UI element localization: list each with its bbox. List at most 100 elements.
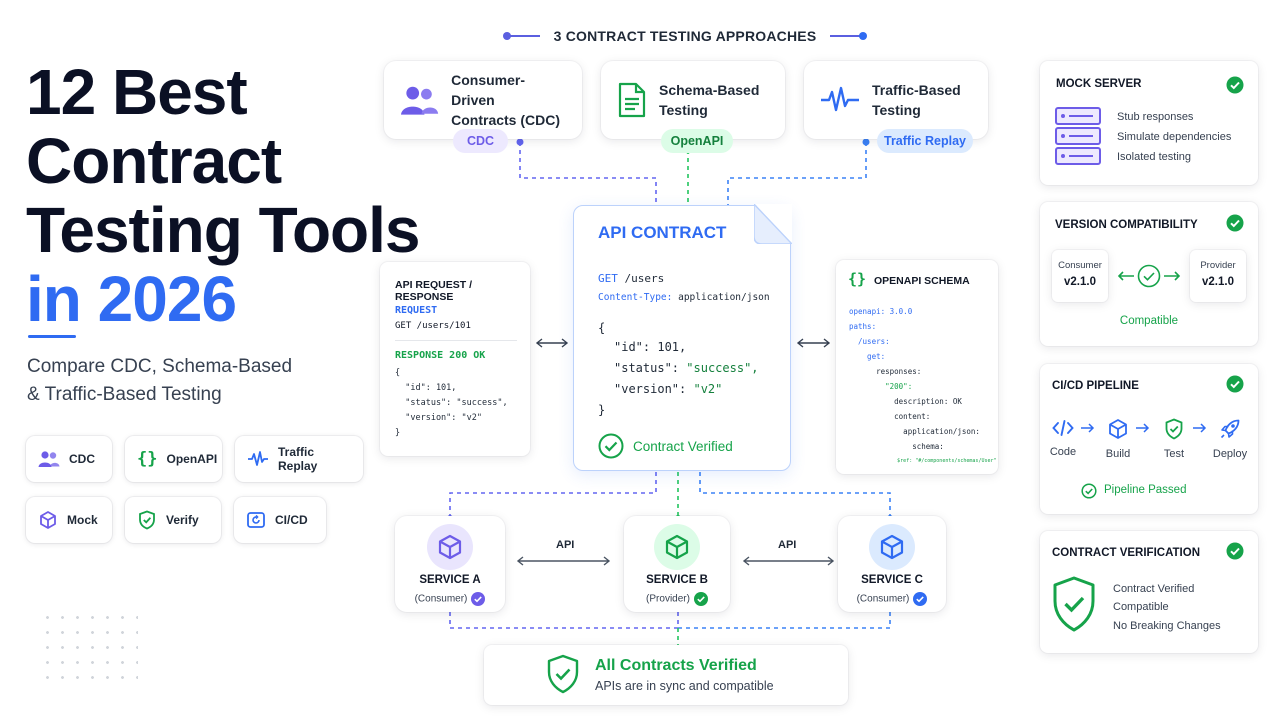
- chip-mock[interactable]: Mock: [26, 497, 112, 543]
- service-b-card[interactable]: SERVICE B (Provider): [624, 516, 730, 612]
- contract-content-type-key: Content-Type:: [598, 292, 673, 303]
- pipeline-step-test: Test: [1149, 418, 1199, 460]
- chip-openapi[interactable]: {} OpenAPI: [125, 436, 222, 482]
- mock-server-item: Simulate dependencies: [1117, 131, 1232, 143]
- step-label: Deploy: [1212, 448, 1248, 460]
- users-icon: [400, 86, 439, 115]
- contract-id-key: "id":: [614, 340, 651, 354]
- mock-server-item: Isolated testing: [1117, 151, 1191, 163]
- card-title: MOCK SERVER: [1056, 78, 1142, 90]
- pipeline-step-deploy: Deploy: [1205, 418, 1255, 460]
- approach-schema-card[interactable]: Schema-Based Testing: [601, 61, 785, 139]
- contract-content-type-value: application/json: [678, 292, 770, 303]
- consumer-version: v2.1.0: [1064, 276, 1096, 288]
- service-name: SERVICE B: [646, 574, 708, 586]
- cube-icon: [665, 534, 689, 560]
- contract-version-value: "v2": [693, 382, 723, 396]
- title-line-3: Testing Tools: [26, 194, 420, 266]
- cube-icon: [40, 511, 56, 529]
- sync-check-icon: [1117, 264, 1181, 288]
- api-link-label: API: [556, 539, 575, 551]
- schema-line: openapi: 3.0.0: [849, 307, 913, 316]
- approach-line: Testing: [659, 102, 708, 118]
- title-line-2: Contract: [26, 125, 282, 197]
- shield-check-icon: [547, 654, 579, 694]
- schema-line: application/json:: [849, 427, 980, 436]
- check-badge-icon: [693, 592, 708, 606]
- schema-line: /users:: [849, 337, 890, 346]
- pill-traffic-replay[interactable]: Traffic Replay: [877, 129, 973, 153]
- verification-item: Contract Verified: [1113, 583, 1195, 595]
- schema-line: paths:: [849, 322, 877, 331]
- chip-cdc[interactable]: CDC: [26, 436, 112, 482]
- pipeline-step-code: Code: [1038, 418, 1088, 458]
- check-circle-icon: [1081, 483, 1097, 499]
- shield-check-icon: [1165, 418, 1183, 440]
- panel-title: OPENAPI SCHEMA: [874, 275, 970, 287]
- contract-status-value: "success",: [686, 361, 759, 375]
- contract-version-key: "version":: [614, 382, 687, 396]
- approach-line: Testing: [872, 102, 921, 118]
- panel-title: API REQUEST / RESPONSE: [395, 279, 473, 303]
- schema-line: "200":: [849, 382, 913, 391]
- contract-id-value: 101,: [657, 340, 687, 354]
- schema-line: description: OK: [849, 397, 962, 406]
- response-body-line: {: [395, 368, 401, 378]
- service-name: SERVICE A: [419, 574, 481, 586]
- pipeline-step-build: Build: [1093, 418, 1143, 460]
- service-name: SERVICE C: [861, 574, 923, 586]
- subtitle-line-1: Compare CDC, Schema-Based: [27, 356, 293, 377]
- approach-line: Traffic-Based: [872, 82, 961, 98]
- pipeline-status: Pipeline Passed: [1104, 484, 1187, 496]
- divider: [395, 340, 517, 341]
- request-label: REQUEST: [395, 305, 438, 316]
- chip-label: OpenAPI: [166, 452, 218, 466]
- pill-openapi[interactable]: OpenAPI: [661, 129, 733, 153]
- schema-line: content:: [849, 412, 931, 421]
- server-stack-icon: [1055, 107, 1101, 165]
- chip-verify[interactable]: Verify: [125, 497, 221, 543]
- dot-grid-decoration: [40, 610, 138, 690]
- braces-icon: {}: [848, 270, 867, 288]
- approach-traffic-card[interactable]: Traffic-Based Testing: [804, 61, 988, 139]
- approach-schema-label: Schema-Based Testing: [659, 80, 759, 120]
- chip-cicd[interactable]: CI/CD: [234, 497, 326, 543]
- chip-label: Traffic Replay: [278, 445, 318, 473]
- approach-cdc-card[interactable]: Consumer-Driven Contracts (CDC): [384, 61, 582, 139]
- service-c-icon-circle: [869, 524, 915, 570]
- approach-line: Schema-Based: [659, 82, 760, 98]
- refresh-window-icon: [247, 512, 265, 528]
- response-body-line: "version": "v2": [395, 413, 482, 423]
- title-line-4: in 2026: [26, 263, 237, 335]
- service-a-icon-circle: [427, 524, 473, 570]
- approaches-header: 3 CONTRACT TESTING APPROACHES: [380, 28, 990, 44]
- title-underline: [28, 335, 76, 338]
- contract-method: GET: [598, 272, 618, 285]
- response-body-line: "id": 101,: [395, 383, 457, 393]
- approach-cdc-label: Consumer-Driven Contracts (CDC): [451, 70, 566, 130]
- cube-icon: [438, 534, 462, 560]
- service-a-card[interactable]: SERVICE A (Consumer): [395, 516, 505, 612]
- pill-cdc[interactable]: CDC: [453, 129, 508, 153]
- schema-line: schema:: [849, 442, 944, 451]
- chip-traffic-replay[interactable]: Traffic Replay: [235, 436, 363, 482]
- check-circle-icon: [1226, 214, 1244, 232]
- version-compatibility-card: VERSION COMPATIBILITY Consumer v2.1.0 Pr…: [1040, 202, 1258, 346]
- shield-check-icon: [1053, 576, 1095, 632]
- title-line-1: 12 Best: [26, 56, 248, 128]
- cube-icon: [1109, 419, 1127, 439]
- service-role: (Consumer): [856, 593, 910, 605]
- consumer-label: Consumer: [1058, 260, 1102, 271]
- users-icon: [38, 451, 60, 467]
- contract-verified-label: Contract Verified: [633, 439, 733, 454]
- subtitle-line-2: & Traffic-Based Testing: [27, 384, 222, 405]
- approach-line: Contracts (CDC): [451, 112, 561, 128]
- check-circle-icon: [1226, 76, 1244, 94]
- page-title: 12 Best Contract Testing Tools in 2026: [26, 58, 420, 334]
- subtitle: Compare CDC, Schema-Based & Traffic-Base…: [27, 353, 347, 409]
- service-c-card[interactable]: SERVICE C (Consumer): [838, 516, 946, 612]
- approaches-header-text: 3 CONTRACT TESTING APPROACHES: [553, 28, 817, 44]
- page-fold: [754, 204, 792, 244]
- provider-label: Provider: [1200, 260, 1236, 271]
